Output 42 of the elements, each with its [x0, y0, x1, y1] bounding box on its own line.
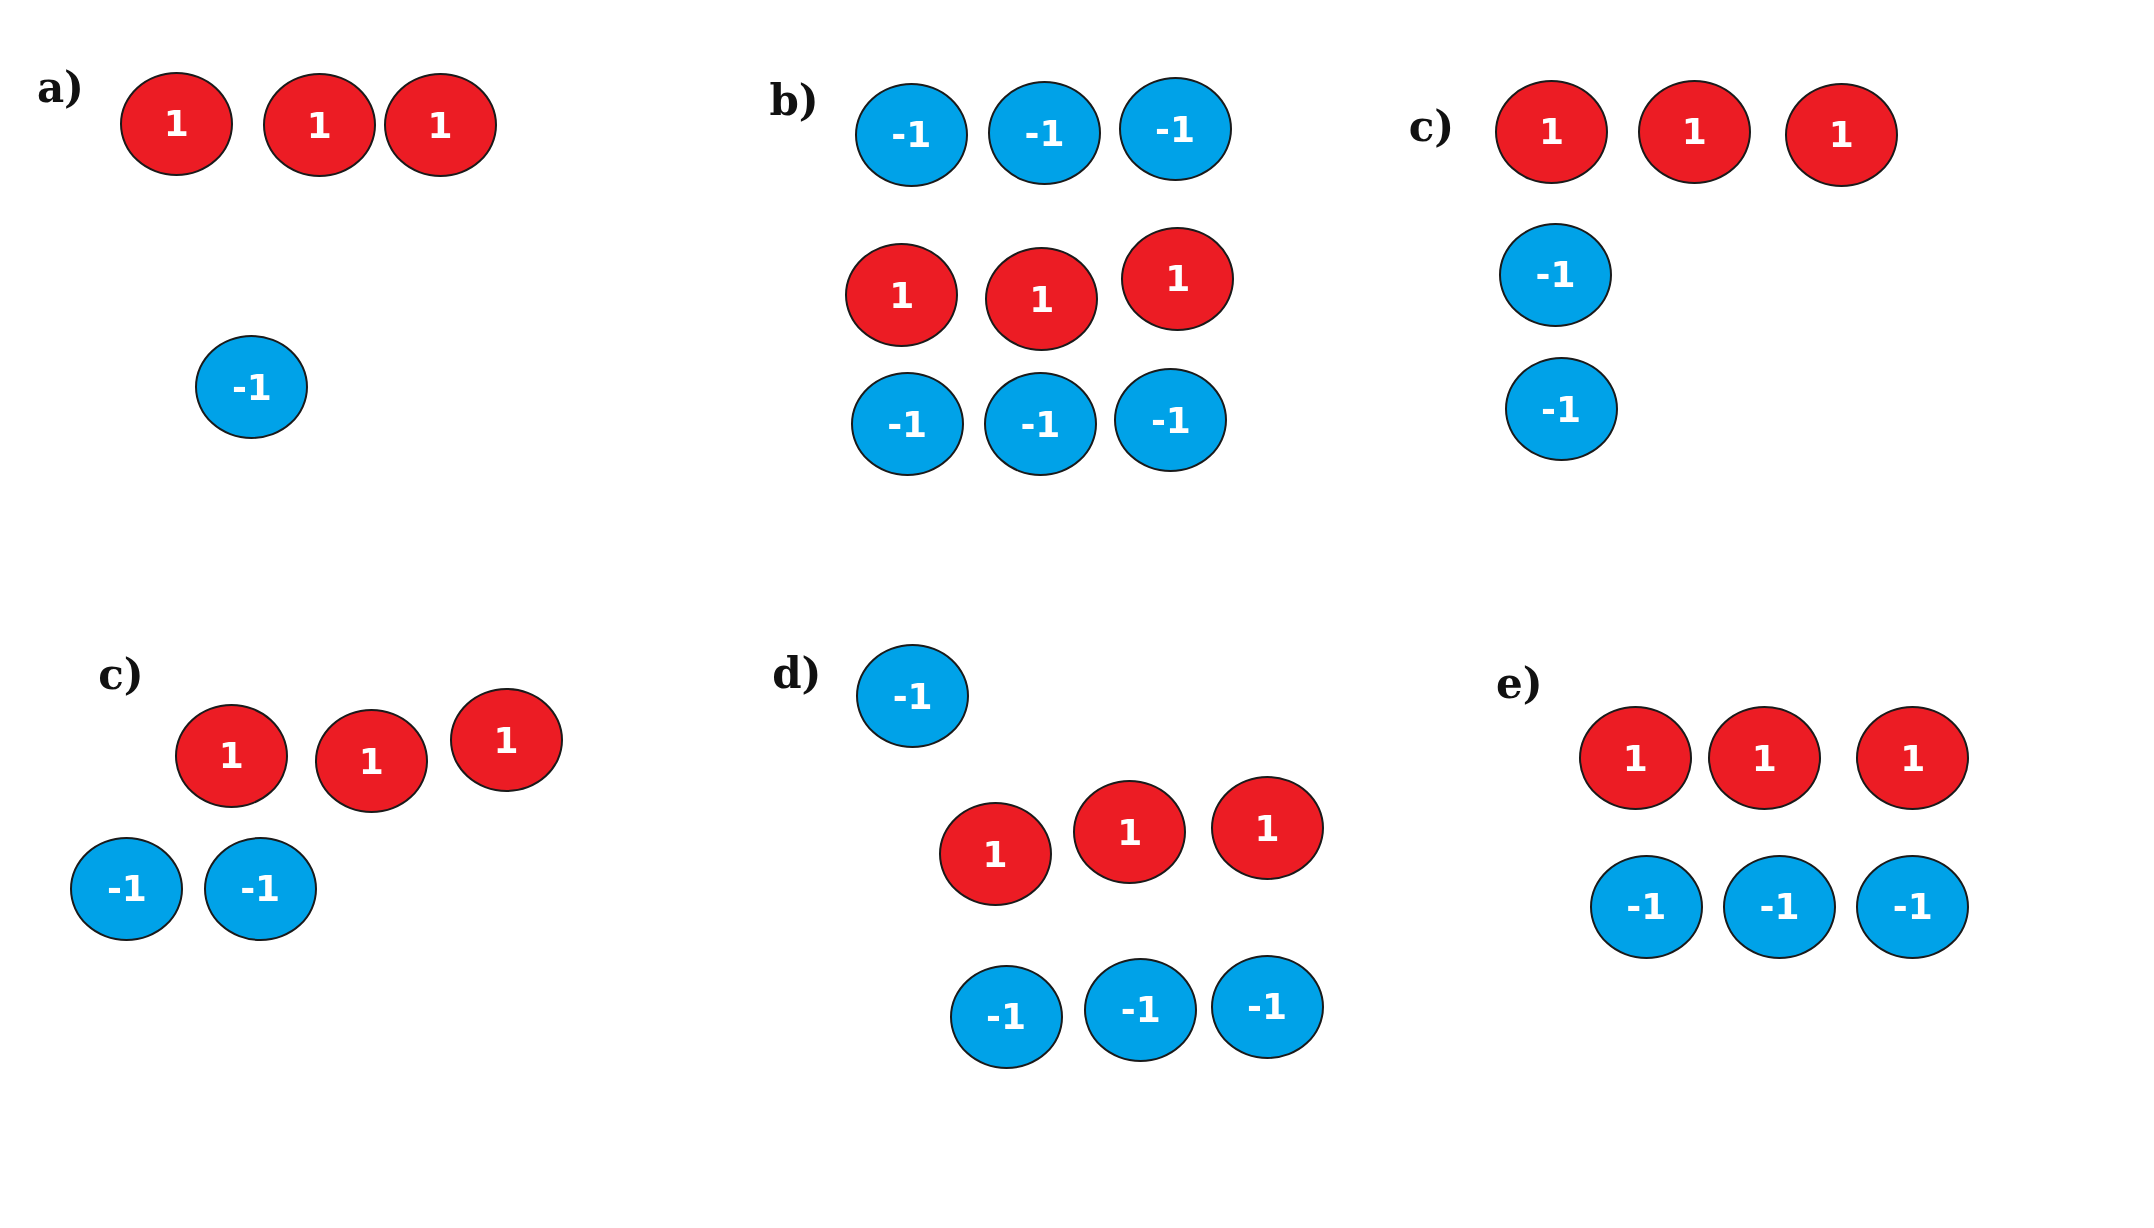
counter-value: 1: [493, 719, 519, 761]
counter-value: -1: [1541, 388, 1582, 430]
counter-value: 1: [982, 833, 1008, 875]
counter-value: -1: [231, 366, 272, 408]
counter-value: -1: [892, 675, 933, 717]
counter-value: 1: [306, 104, 332, 146]
counter-value: -1: [1150, 399, 1191, 441]
panel-label: c): [1408, 101, 1455, 151]
counter-value: 1: [1828, 114, 1854, 156]
counter-value: -1: [1155, 108, 1196, 150]
counter-value: -1: [986, 996, 1027, 1038]
counter-value: 1: [1165, 258, 1191, 300]
counter-value: 1: [1117, 811, 1143, 853]
panel-label: d): [772, 648, 822, 698]
counter-value: -1: [1759, 886, 1800, 928]
counter-value: 1: [163, 103, 189, 145]
panel-label: e): [1496, 658, 1543, 708]
counter-value: 1: [1622, 737, 1648, 779]
counter-value: -1: [1892, 886, 1933, 928]
counter-value: 1: [1681, 111, 1707, 153]
counter-value: 1: [358, 740, 384, 782]
counter-value: -1: [1626, 886, 1667, 928]
counter-value: 1: [218, 735, 244, 777]
counter-value: 1: [1751, 737, 1777, 779]
counter-value: -1: [1120, 989, 1161, 1031]
counter-value: -1: [106, 868, 147, 910]
counter-value: -1: [240, 868, 281, 910]
panel-label: c): [98, 650, 144, 699]
panel-label: a): [36, 62, 84, 112]
counter-value: 1: [1538, 111, 1564, 153]
counter-value: -1: [891, 114, 932, 156]
counter-value: -1: [1535, 254, 1576, 296]
panel-label: b): [769, 75, 819, 125]
counter-value: 1: [889, 274, 915, 316]
counter-value: -1: [887, 403, 928, 445]
counter-value: 1: [1900, 737, 1926, 779]
counter-value: -1: [1020, 403, 1061, 445]
counter-value: 1: [1254, 807, 1280, 849]
counter-value: -1: [1247, 986, 1288, 1028]
counter-value: 1: [427, 104, 453, 146]
counter-value: -1: [1024, 112, 1065, 154]
counter-value: 1: [1029, 278, 1055, 320]
